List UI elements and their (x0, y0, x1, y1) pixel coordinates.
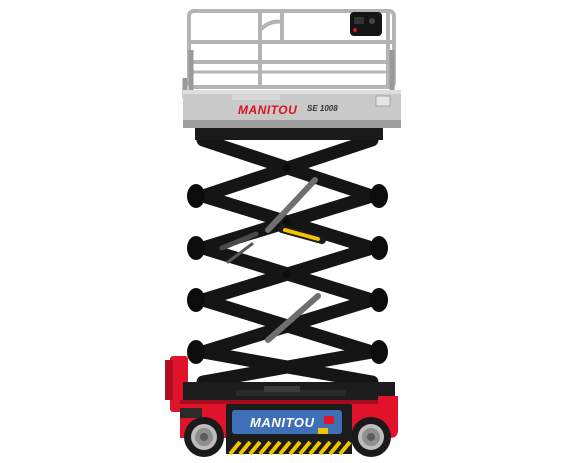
wheel-left (184, 417, 224, 457)
hazard-stripe (226, 440, 352, 456)
platform-brand-logo: MANITOU (238, 103, 297, 117)
hydraulic-cylinders (219, 177, 326, 343)
scissor-joints (187, 164, 388, 364)
platform-underframe (195, 128, 383, 140)
chassis-brand-logo: MANITOU (250, 415, 315, 430)
platform: MANITOU SE 1008 (182, 9, 401, 140)
control-box (350, 12, 382, 36)
wheel-right (351, 417, 391, 457)
chassis-brand-badge (232, 410, 342, 434)
chassis: MANITOU (165, 356, 398, 456)
model-label: SE 1008 (307, 104, 338, 113)
guard-rails (187, 9, 396, 89)
